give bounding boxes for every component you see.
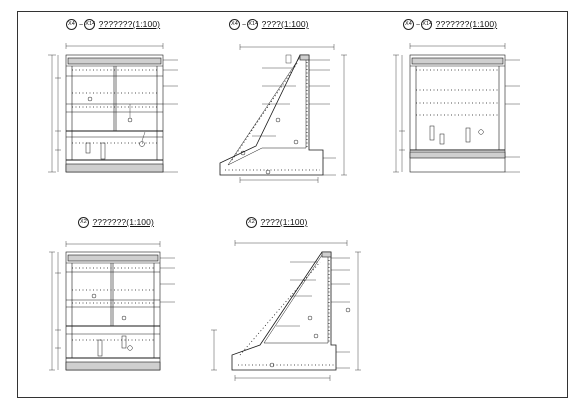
axis-circle-icon: X4	[229, 19, 240, 31]
view-1-elevation	[48, 43, 178, 173]
view-3-title: X4~X14 ???????(1:100)	[403, 19, 498, 31]
view-4-name: ???????(1:100)	[92, 217, 154, 227]
axis-circle-icon: X14	[421, 19, 433, 31]
view-4-elevation	[49, 241, 175, 371]
sheet-border	[17, 11, 568, 398]
axis-circle-icon: X4	[66, 19, 77, 31]
view-2-title: X4~X14 ????(1:100)	[229, 19, 309, 31]
view-4-title: X2 ???????(1:100)	[78, 217, 154, 229]
axis-circle-icon: X4	[403, 19, 414, 31]
view-5-name: ????(1:100)	[260, 217, 308, 227]
view-2-name: ????(1:100)	[261, 19, 309, 29]
view-5-title: X2 ????(1:100)	[246, 217, 308, 229]
view-3-name: ???????(1:100)	[435, 19, 498, 29]
axis-circle-icon: X14	[84, 19, 96, 31]
view-1-title: X4~X14 ???????(1:100)	[66, 19, 161, 31]
axis-circle-icon: X2	[78, 217, 89, 229]
axis-circle-icon: X14	[247, 19, 259, 31]
view-5-section	[211, 240, 361, 381]
view-1-name: ???????(1:100)	[98, 19, 161, 29]
axis-circle-icon: X2	[246, 217, 257, 229]
view-3-elevation	[393, 43, 520, 173]
view-2-section	[219, 44, 347, 183]
